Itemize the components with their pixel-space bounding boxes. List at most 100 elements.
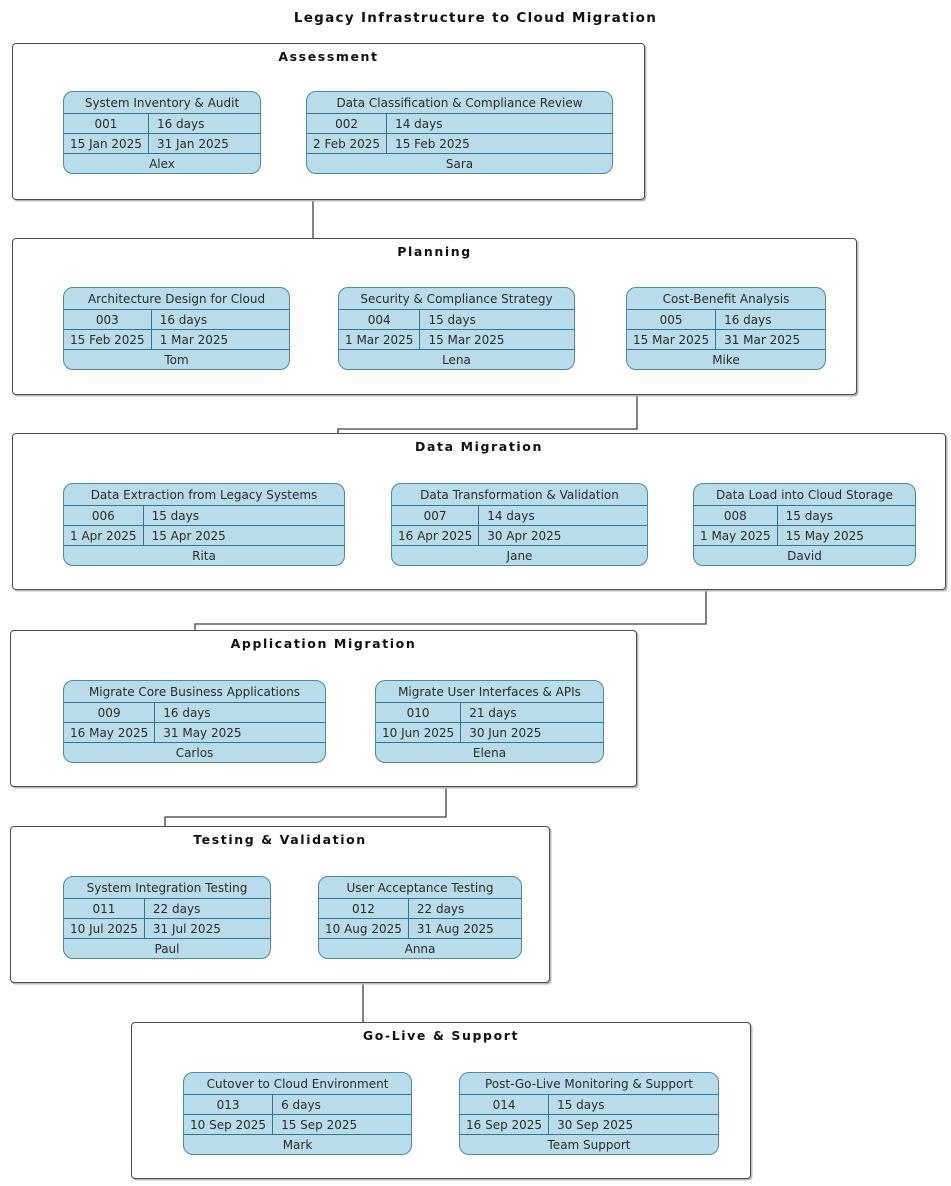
task-title: Data Load into Cloud Storage [716,487,893,502]
task-owner: Lena [339,349,574,369]
section-label: Go-Live & Support [362,1028,520,1043]
task-owner: Paul [64,938,270,958]
task-title: Data Extraction from Legacy Systems [90,487,318,502]
task-owner: Team Support [460,1134,718,1154]
task-end-date: 31 Mar 2025 [715,329,825,349]
section-label: Data Migration [415,439,543,454]
task-title: Data Classification & Compliance Review [336,95,583,110]
task-start-date: 10 Aug 2025 [319,918,408,938]
task-card: Data Classification & Compliance Review 0… [306,91,613,174]
task-id: 003 [64,309,151,329]
task-owner: David [694,545,915,565]
task-title: Cost-Benefit Analysis [662,291,790,306]
task-duration: 16 days [150,309,289,329]
task-id: 012 [319,898,408,918]
task-start-date: 2 Feb 2025 [307,133,387,153]
task-end-date: 15 Mar 2025 [419,329,574,349]
task-title: Migrate User Interfaces & APIs [398,684,581,699]
task-duration: 15 days [142,505,344,525]
task-end-date: 31 Jul 2025 [143,918,270,938]
task-start-date: 15 Feb 2025 [64,329,151,349]
task-id: 008 [694,505,777,525]
section-label: Testing & Validation [193,832,367,847]
task-title: Data Transformation & Validation [420,487,619,502]
task-owner: Jane [392,545,647,565]
task-title: System Inventory & Audit [84,95,240,110]
task-id: 013 [184,1094,273,1114]
task-owner: Alex [64,153,260,173]
task-start-date: 1 Apr 2025 [64,525,143,545]
task-id: 011 [64,898,144,918]
task-owner: Sara [307,153,612,173]
task-title: Migrate Core Business Applications [88,684,301,699]
task-end-date: 15 Feb 2025 [386,133,612,153]
task-end-date: 30 Apr 2025 [478,525,647,545]
task-duration: 15 days [419,309,574,329]
task-id: 007 [392,505,479,525]
task-duration: 6 days [272,1094,411,1114]
task-duration: 15 days [776,505,915,525]
task-owner: Tom [64,349,289,369]
task-end-date: 1 Mar 2025 [150,329,289,349]
task-end-date: 30 Jun 2025 [460,722,603,742]
task-id: 005 [627,309,716,329]
task-end-date: 30 Sep 2025 [548,1114,718,1134]
task-start-date: 10 Sep 2025 [184,1114,273,1134]
task-end-date: 31 May 2025 [154,722,325,742]
task-end-date: 15 Apr 2025 [142,525,344,545]
task-title: Post-Go-Live Monitoring & Support [485,1076,693,1091]
task-id: 014 [460,1094,549,1114]
section-label: Planning [397,244,472,259]
task-start-date: 16 May 2025 [64,722,155,742]
task-start-date: 15 Mar 2025 [627,329,716,349]
task-start-date: 16 Apr 2025 [392,525,479,545]
task-start-date: 1 May 2025 [694,525,777,545]
task-owner: Mike [627,349,825,369]
task-duration: 15 days [548,1094,718,1114]
task-title: User Acceptance Testing [346,880,494,895]
task-id: 002 [307,113,387,133]
diagram-title: Legacy Infrastructure to Cloud Migration [293,10,658,26]
task-duration: 16 days [715,309,825,329]
task-duration: 22 days [407,898,521,918]
task-title: System Integration Testing [86,880,248,895]
section-label: Assessment [278,49,379,64]
task-owner: Elena [376,742,603,762]
task-title: Cutover to Cloud Environment [206,1076,389,1091]
task-start-date: 16 Sep 2025 [460,1114,549,1134]
task-id: 006 [64,505,143,525]
task-start-date: 1 Mar 2025 [339,329,420,349]
task-duration: 21 days [460,702,603,722]
task-owner: Anna [319,938,521,958]
task-end-date: 31 Aug 2025 [407,918,521,938]
task-title: Security & Compliance Strategy [360,291,553,306]
task-id: 009 [64,702,155,722]
task-duration: 14 days [386,113,612,133]
task-duration: 22 days [143,898,270,918]
task-owner: Carlos [64,742,325,762]
task-id: 010 [376,702,461,722]
task-id: 004 [339,309,420,329]
task-end-date: 31 Jan 2025 [147,133,260,153]
task-owner: Mark [184,1134,411,1154]
task-id: 001 [64,113,148,133]
task-start-date: 15 Jan 2025 [64,133,148,153]
task-start-date: 10 Jul 2025 [64,918,144,938]
task-owner: Rita [64,545,344,565]
